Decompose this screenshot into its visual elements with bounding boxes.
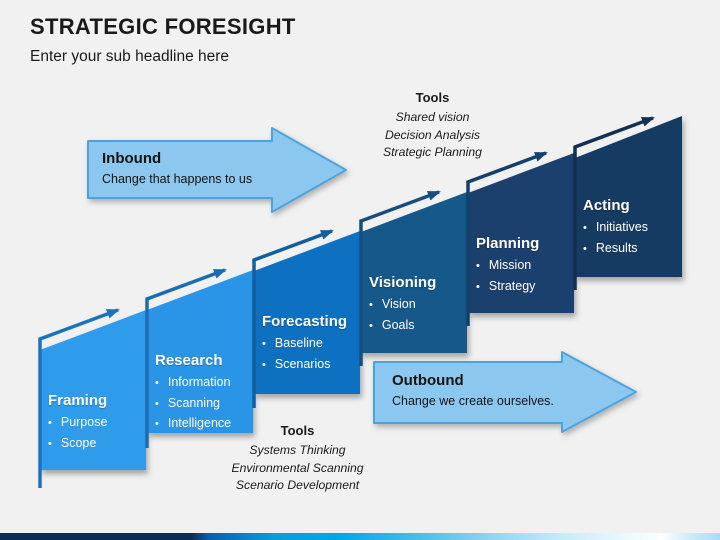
bullet-text: Mission (488, 258, 532, 272)
step-bullet: • Strategy (476, 277, 539, 298)
step-acting (573, 116, 682, 290)
bullet-text: Strategy (488, 278, 536, 293)
step-forecasting-arrow (252, 229, 334, 408)
step-bullet: • Scenarios (262, 355, 347, 376)
tools-top-item: Strategic Planning (383, 145, 482, 159)
page-subtitle: Enter your sub headline here (30, 48, 230, 65)
step-research (145, 268, 253, 448)
step-framing-label: Framing • Purpose • Scope (48, 392, 107, 454)
tools-bottom-item: Scenario Development (235, 478, 360, 492)
tools-bottom-item: Systems Thinking (249, 443, 346, 457)
tools-bottom-heading: Tools (280, 423, 315, 438)
step-bullet: • Initiatives (583, 218, 648, 239)
step-forecasting-label: Forecasting • Baseline • Scenarios (262, 313, 347, 375)
bullet-dot-icon: • (369, 319, 373, 332)
bullet-text: Purpose (60, 415, 108, 429)
bullet-text: Intelligence (167, 416, 232, 430)
step-bullet: • Information (155, 373, 231, 394)
outbound-title: Outbound (392, 372, 464, 389)
step-forecasting-box (254, 231, 360, 394)
bullet-dot-icon: • (155, 377, 159, 389)
bullet-dot-icon: • (583, 222, 587, 234)
step-planning-arrow (466, 151, 548, 326)
step-framing-arrow (38, 308, 120, 488)
inbound-label: Inbound Change that happens to us (102, 149, 252, 188)
slide-footer-bar (0, 533, 720, 540)
outbound-label: Outbound Change we create ourselves. (392, 371, 554, 410)
page-title: STRATEGIC FORESIGHT (30, 14, 296, 39)
step-planning-label: Planning • Mission • Strategy (476, 235, 539, 297)
step-bullet: • Scope (48, 434, 107, 455)
bullet-text: Scope (60, 435, 97, 450)
bullet-dot-icon: • (369, 299, 373, 311)
tools-top: Tools Shared vision Decision Analysis St… (340, 89, 525, 162)
step-title: Forecasting (262, 313, 348, 330)
step-framing-box (40, 310, 146, 470)
step-bullet: • Intelligence (155, 414, 231, 435)
bullet-dot-icon: • (583, 242, 587, 255)
step-acting-box (575, 116, 682, 277)
step-acting-label: Acting • Initiatives • Results (583, 197, 648, 259)
bullet-dot-icon: • (262, 338, 266, 350)
bullet-dot-icon: • (262, 358, 266, 371)
step-research-arrow (145, 268, 227, 448)
tools-top-heading: Tools (415, 90, 450, 105)
bullet-text: Initiatives (595, 220, 648, 234)
outbound-arrow-shape (373, 351, 637, 433)
step-planning (466, 151, 574, 326)
inbound-title: Inbound (102, 150, 162, 167)
step-bullet: • Scanning (155, 394, 231, 415)
step-planning-box (468, 153, 574, 313)
bullet-text: Goals (381, 317, 415, 332)
inbound-arrow-shape (87, 127, 347, 213)
step-bullet: • Vision (369, 295, 436, 316)
tools-top-item: Shared vision (395, 110, 470, 124)
bullet-text: Results (595, 240, 638, 255)
bullet-dot-icon: • (476, 260, 480, 272)
step-research-box (147, 270, 253, 433)
bullet-dot-icon: • (155, 418, 159, 430)
tools-bottom-item: Environmental Scanning (231, 460, 364, 475)
bullet-text: Scenarios (274, 356, 331, 371)
step-bullet: • Purpose (48, 413, 107, 434)
step-bullet: • Goals (369, 316, 436, 337)
step-title: Planning (476, 235, 540, 252)
step-bullet: • Baseline (262, 334, 347, 355)
bullet-text: Vision (381, 297, 416, 311)
step-bullet: • Mission (476, 256, 539, 277)
step-forecasting (252, 229, 360, 408)
inbound-description: Change that happens to us (102, 172, 253, 186)
step-visioning (359, 190, 467, 366)
step-framing (38, 308, 146, 488)
step-title: Framing (48, 392, 108, 409)
step-research-label: Research • Information • Scanning • Intelli… (155, 352, 231, 435)
step-bullet: • Results (583, 239, 648, 260)
outbound-description: Change we create ourselves. (392, 394, 554, 408)
bullet-text: Information (167, 375, 231, 389)
tools-bottom: Tools Systems Thinking Environmental Sca… (200, 422, 395, 495)
bullet-dot-icon: • (48, 437, 52, 450)
step-title: Acting (583, 197, 630, 214)
step-visioning-arrow (359, 190, 441, 366)
tools-top-item: Decision Analysis (384, 127, 481, 142)
bullet-text: Baseline (274, 336, 323, 350)
step-title: Visioning (369, 274, 437, 291)
bullet-dot-icon: • (476, 280, 480, 293)
step-title: Research (155, 352, 223, 369)
step-visioning-label: Visioning • Vision • Goals (369, 274, 436, 336)
step-acting-arrow (573, 116, 655, 290)
step-visioning-box (361, 192, 467, 353)
bullet-text: Scanning (167, 395, 220, 410)
bullet-dot-icon: • (155, 397, 159, 410)
bullet-dot-icon: • (48, 417, 52, 429)
